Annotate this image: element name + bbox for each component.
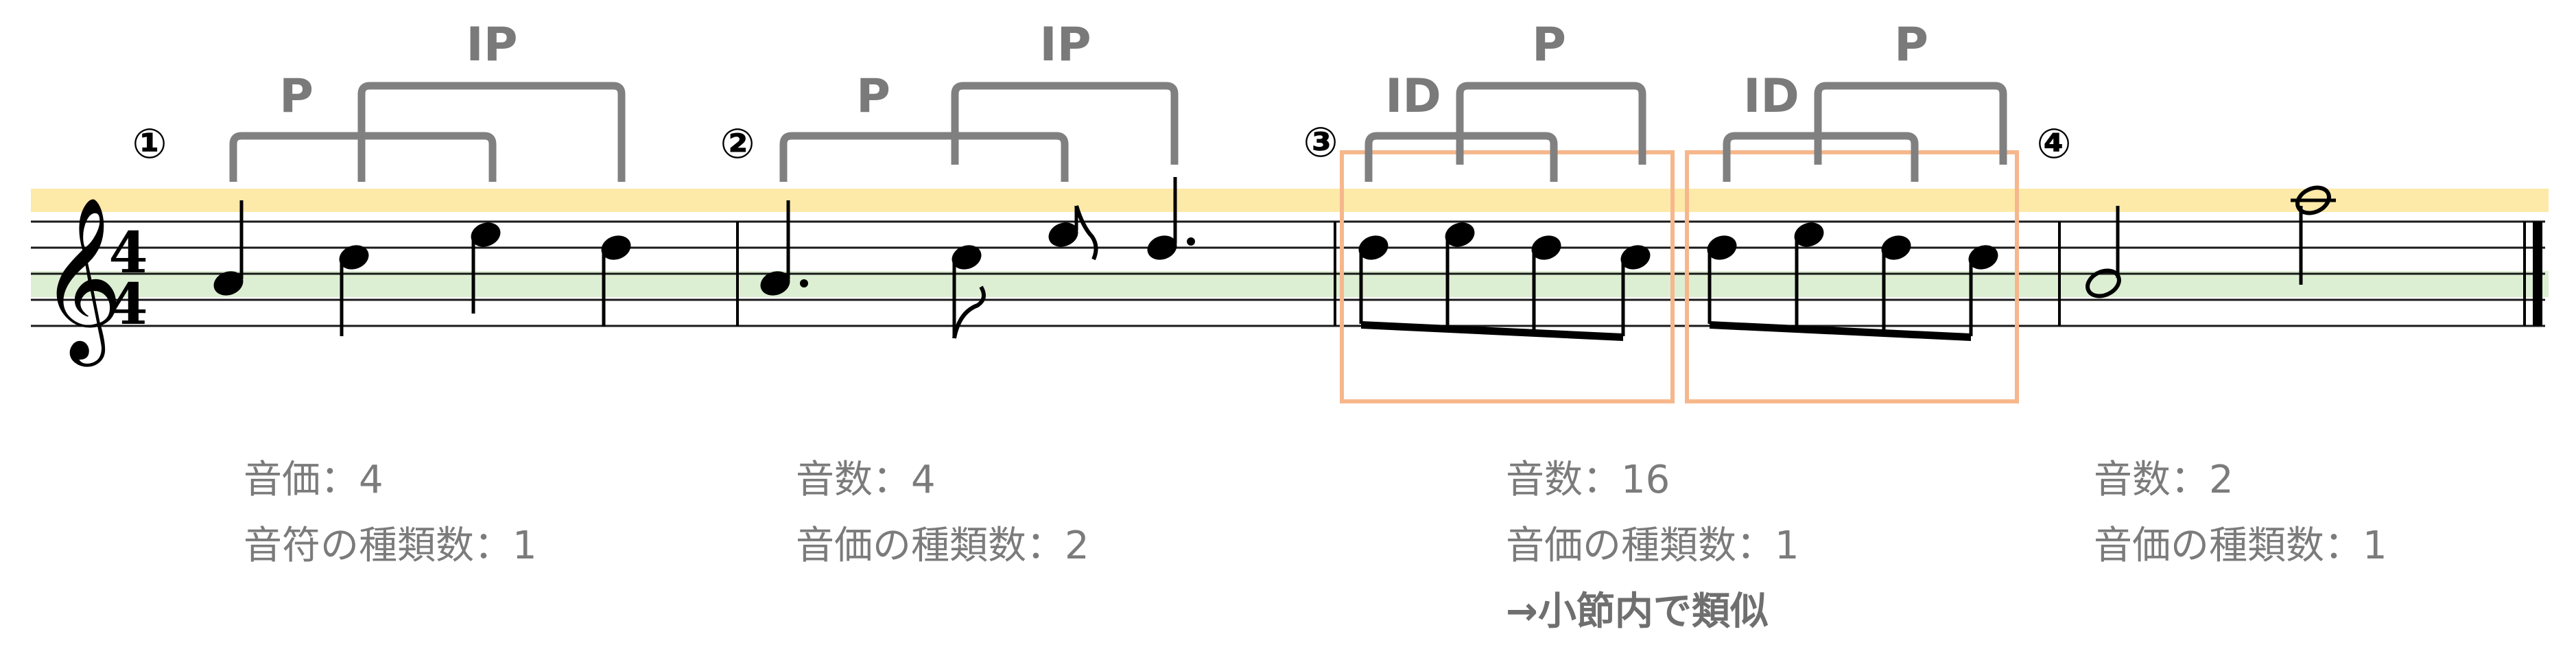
- time-signature-bottom: 4: [108, 272, 147, 338]
- bracket-label-p: P: [856, 69, 890, 123]
- augmentation-dot: [800, 279, 808, 287]
- note-eighth: [1358, 235, 1389, 260]
- notes: [213, 200, 631, 336]
- note-eighth: [1968, 245, 1998, 270]
- bracket-group: [1364, 82, 1646, 182]
- beam: [1361, 321, 1623, 341]
- measure-number: ②: [720, 120, 755, 168]
- note-eighth: [1445, 222, 1475, 247]
- stat-line: 音価の種類数：1: [2094, 523, 2387, 568]
- lower-highlight-band: [31, 271, 2549, 297]
- stat-line: 音数：4: [796, 458, 936, 502]
- note-eighth: [1881, 235, 1911, 260]
- bracket-p: [1456, 82, 1646, 165]
- measure-2: ② P IP: [720, 18, 1195, 339]
- bracket-group: [1723, 82, 2007, 182]
- bracket-ip: [357, 82, 626, 182]
- augmentation-dot: [1187, 237, 1195, 246]
- eighth-flag: [1074, 205, 1098, 261]
- stat-line: 音数：16: [1506, 458, 1670, 502]
- note-quarter: [339, 245, 369, 270]
- stat-line: 音価：4: [244, 458, 383, 502]
- measure-1-stats: 音価：4 音符の種類数：1: [244, 447, 537, 579]
- note-eighth: [1794, 222, 1824, 247]
- bracket-label-id: ID: [1385, 69, 1441, 123]
- staff-lines: [31, 220, 2545, 327]
- barlines: [736, 222, 2542, 326]
- measure-number: ④: [2037, 120, 2072, 168]
- notes: [1707, 222, 1998, 341]
- stat-line: 音価の種類数：2: [796, 523, 1089, 568]
- upper-highlight-band: [31, 189, 2549, 212]
- bracket-p: [1814, 82, 2007, 165]
- beam: [1710, 321, 1971, 341]
- time-signature-top: 4: [108, 220, 147, 286]
- bracket-group: [229, 82, 626, 182]
- bracket-label-ip: IP: [466, 18, 517, 72]
- bracket-label-id: ID: [1743, 69, 1799, 123]
- note-dotted-quarter: [1147, 235, 1177, 260]
- measure-2-stats: 音数：4 音価の種類数：2: [796, 447, 1089, 579]
- measure-4-stats: 音数：2 音価の種類数：1: [2094, 447, 2387, 579]
- stat-line: 音符の種類数：1: [244, 523, 537, 568]
- note-eighth: [952, 245, 982, 270]
- treble-clef-icon: 𝄞: [40, 196, 123, 367]
- bracket-group: [779, 82, 1179, 182]
- note-dotted-quarter: [760, 271, 790, 296]
- similarity-highlight-box: [1685, 150, 2019, 403]
- note-eighth: [1707, 235, 1737, 260]
- similarity-note: →小節内で類似: [1506, 589, 1769, 634]
- bracket-label-p: P: [1532, 18, 1566, 72]
- similarity-highlight-box: [1340, 150, 1675, 403]
- note-eighth: [1620, 245, 1651, 270]
- note-eighth: [1531, 235, 1561, 260]
- stat-line: 音価の種類数：1: [1506, 523, 1799, 568]
- notes: [1358, 222, 1651, 341]
- note-quarter: [471, 222, 501, 247]
- measure-3-repeat: ID P: [1685, 18, 2019, 403]
- measure-4: ④: [2037, 120, 2336, 298]
- bracket-label-p: P: [1894, 18, 1928, 72]
- note-quarter: [213, 271, 244, 296]
- stat-line: 音数：2: [2094, 458, 2234, 502]
- measure-1: ① P IP: [132, 18, 631, 336]
- note-half: [2295, 185, 2331, 215]
- eighth-flag: [952, 285, 986, 339]
- measure-number: ①: [132, 120, 167, 168]
- bracket-ip: [951, 82, 1179, 165]
- note-eighth: [1048, 222, 1078, 247]
- notes: [2085, 185, 2336, 298]
- measure-3: ③ ID P: [1303, 18, 1675, 403]
- bracket-label-ip: IP: [1039, 18, 1091, 72]
- measure-3-stats: 音数：16 音価の種類数：1 →小節内で類似: [1506, 447, 1799, 645]
- notes: [760, 177, 1195, 339]
- bracket-p: [779, 132, 1069, 182]
- measure-number: ③: [1303, 119, 1338, 167]
- bracket-label-p: P: [279, 69, 314, 123]
- note-quarter: [601, 235, 631, 260]
